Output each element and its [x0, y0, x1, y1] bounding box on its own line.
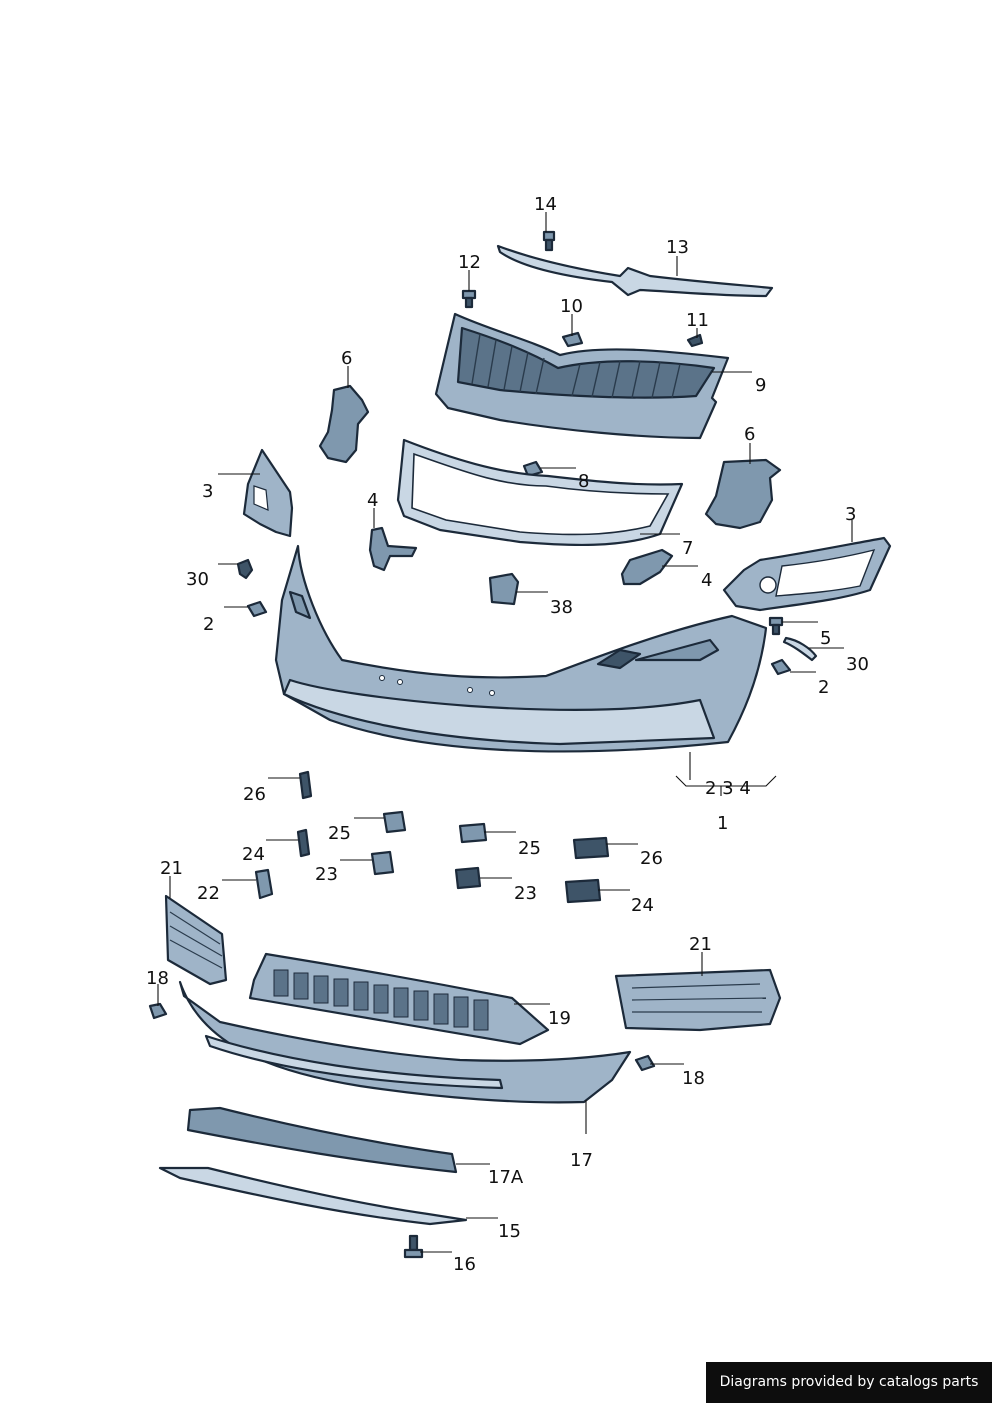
label-24-left: 24 — [242, 844, 265, 865]
part-25-right-bracket[interactable] — [458, 822, 488, 844]
label-14: 14 — [534, 194, 557, 215]
part-30-right-clip[interactable] — [782, 636, 818, 662]
label-25-right: 25 — [518, 838, 541, 859]
label-8: 8 — [578, 471, 589, 492]
part-16-screw[interactable] — [403, 1234, 424, 1259]
label-26-left: 26 — [243, 784, 266, 805]
part-23-left-bracket[interactable] — [370, 850, 395, 876]
part-18-right-clip[interactable] — [634, 1054, 656, 1072]
part-18-left-clip[interactable] — [148, 1002, 168, 1020]
part-25-left-bracket[interactable] — [382, 810, 407, 834]
label-23-right: 23 — [514, 883, 537, 904]
part-23-right-bracket[interactable] — [454, 866, 482, 890]
part-9-radiator-grille[interactable] — [434, 312, 730, 440]
label-17a: 17A — [488, 1167, 524, 1188]
part-2-left-clip[interactable] — [246, 600, 268, 618]
part-10-clip[interactable] — [561, 331, 584, 348]
label-38: 38 — [550, 597, 573, 618]
label-17: 17 — [570, 1150, 593, 1171]
label-13: 13 — [666, 237, 689, 258]
part-15-lower-lip[interactable] — [158, 1166, 468, 1226]
label-9: 9 — [755, 375, 766, 396]
part-3-right-bracket[interactable] — [722, 536, 892, 612]
part-13-upper-trim[interactable] — [496, 244, 774, 298]
label-26-right: 26 — [640, 848, 663, 869]
label-2-right: 2 — [818, 677, 829, 698]
label-3-right: 3 — [845, 504, 856, 525]
label-19: 19 — [548, 1008, 571, 1029]
part-6-right-bracket[interactable] — [704, 458, 782, 530]
label-22: 22 — [197, 883, 220, 904]
label-5: 5 — [820, 628, 831, 649]
label-3-left: 3 — [202, 481, 213, 502]
part-11-clip[interactable] — [686, 333, 704, 348]
label-30-left: 30 — [186, 569, 209, 590]
label-23-left: 23 — [315, 864, 338, 885]
label-11: 11 — [686, 310, 709, 331]
label-24-right: 24 — [631, 895, 654, 916]
label-1: 1 — [717, 813, 728, 834]
label-4-left: 4 — [367, 490, 378, 511]
part-14-screw[interactable] — [542, 230, 556, 252]
part-19-lower-grille[interactable] — [248, 952, 550, 1046]
part-30-left-clip[interactable] — [236, 558, 254, 580]
label-6-left: 6 — [341, 348, 352, 369]
label-25-left: 25 — [328, 823, 351, 844]
label-6-right: 6 — [744, 424, 755, 445]
label-18-left: 18 — [146, 968, 169, 989]
label-2-left: 2 — [203, 614, 214, 635]
part-21-right-grille[interactable] — [614, 968, 782, 1032]
part-26-right-bracket[interactable] — [572, 836, 610, 860]
part-2-right-clip[interactable] — [770, 658, 792, 676]
part-3-left-bracket[interactable] — [242, 448, 294, 538]
part-38-cover[interactable] — [488, 572, 520, 606]
part-17a-strip[interactable] — [186, 1106, 458, 1174]
part-24-left-bracket[interactable] — [296, 828, 311, 858]
leader-lines — [157, 212, 853, 1253]
label-21-left: 21 — [160, 858, 183, 879]
part-21-left-grille[interactable] — [164, 894, 228, 986]
label-12: 12 — [458, 252, 481, 273]
part-7-grille-frame[interactable] — [396, 438, 684, 547]
label-15: 15 — [498, 1221, 521, 1242]
label-7: 7 — [682, 538, 693, 559]
label-18-right: 18 — [682, 1068, 705, 1089]
part-17-lower-spoiler[interactable] — [178, 980, 632, 1104]
part-24-right-bracket[interactable] — [564, 878, 602, 904]
part-6-left-bracket[interactable] — [318, 384, 370, 464]
label-21-right: 21 — [689, 934, 712, 955]
part-5-screw[interactable] — [768, 616, 784, 636]
callout-labels: 14 13 12 10 11 9 6 6 8 3 3 4 7 4 30 38 2… — [146, 194, 869, 1275]
part-22-bracket[interactable] — [254, 868, 274, 900]
part-4-right-bracket[interactable] — [620, 548, 674, 586]
label-4-right: 4 — [701, 570, 712, 591]
part-12-screw[interactable] — [461, 289, 477, 309]
label-16: 16 — [453, 1254, 476, 1275]
label-2-3-4: 2 3 4 — [705, 778, 751, 799]
part-4-left-bracket[interactable] — [368, 526, 418, 572]
label-30-right: 30 — [846, 654, 869, 675]
part-8-clip[interactable] — [522, 460, 544, 478]
part-26-left-bracket[interactable] — [298, 770, 313, 800]
part-1-bumper-cover[interactable] — [274, 544, 768, 753]
credit-banner: Diagrams provided by catalogs parts — [706, 1362, 992, 1403]
label-10: 10 — [560, 296, 583, 317]
